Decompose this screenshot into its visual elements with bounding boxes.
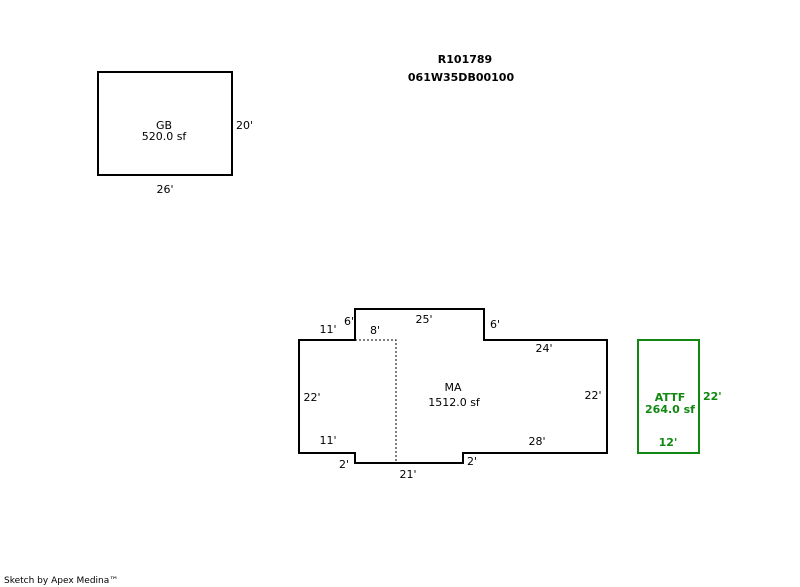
ma-left-top-label: 11' [319, 323, 336, 336]
ma-notch-right-label: 2' [467, 455, 477, 468]
ma-right-top-label: 24' [535, 342, 552, 355]
ma-left-label: 22' [303, 391, 320, 404]
attf-width-label: 12' [659, 436, 678, 449]
ma-area: 1512.0 sf [428, 396, 481, 409]
ma-code: MA [444, 381, 461, 394]
ma-bottom-label: 21' [399, 468, 416, 481]
attf-area: 264.0 sf [645, 403, 695, 416]
map-number: 061W35DB00100 [408, 71, 515, 84]
sketch-credit: Sketch by Apex Medina™ [4, 576, 118, 586]
ma-right-label: 22' [584, 389, 601, 402]
gb-area: 520.0 sf [142, 130, 188, 143]
attf-height-label: 22' [703, 390, 722, 403]
ma-step-right-label: 6' [490, 318, 500, 331]
ma-step-left-label: 6' [344, 315, 354, 328]
gb-outline [97, 71, 233, 176]
ma-left-bottom-label: 11' [319, 434, 336, 447]
gb-height-label: 20' [236, 119, 253, 132]
gb-code: GB [156, 119, 172, 132]
gb-width-label: 26' [156, 183, 173, 196]
attf-code: ATTF [655, 391, 685, 404]
ma-divider-line [355, 339, 397, 463]
parcel-id: R101789 [438, 53, 492, 66]
ma-top-label: 25' [415, 313, 432, 326]
attf-outline [637, 339, 700, 454]
ma-inner-label: 8' [370, 324, 380, 337]
ma-notch-left-label: 2' [339, 458, 349, 471]
ma-right-bottom-label: 28' [528, 435, 545, 448]
ma-outline [298, 308, 608, 464]
